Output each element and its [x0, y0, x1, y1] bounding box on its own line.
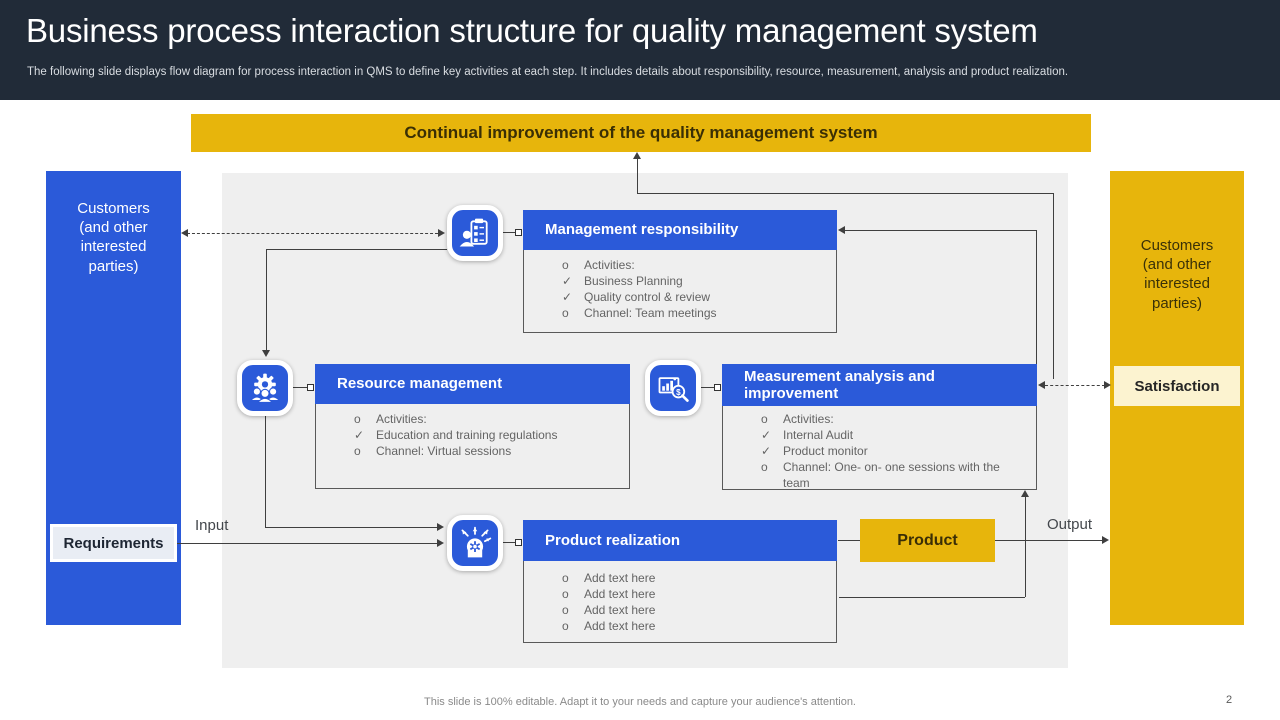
product-tag: Product	[860, 519, 995, 562]
product-realization-title: Product realization	[545, 531, 681, 549]
resource-to-product-line	[265, 416, 266, 527]
satisfaction-tag: Satisfaction	[1114, 366, 1240, 406]
customers-left-label: Customers (and other interested parties)	[77, 200, 150, 275]
stub-square	[515, 539, 522, 546]
product-realization-header: Product realization	[523, 520, 837, 561]
diagram-panel	[222, 173, 1068, 668]
stub-square	[714, 384, 721, 391]
measurement-to-management-line	[1036, 230, 1037, 364]
stub-line	[503, 232, 517, 233]
input-label: Input	[195, 517, 229, 534]
input-arrow-line	[177, 543, 437, 544]
management-responsibility-header: Management responsibility	[523, 210, 837, 250]
page-subtitle: The following slide displays flow diagra…	[27, 66, 1069, 78]
resource-management-header: Resource management	[315, 364, 630, 404]
realization-to-measurement-line	[1025, 496, 1026, 597]
banner-feedback-line	[637, 158, 638, 193]
satisfaction-dashed-line	[1045, 385, 1105, 386]
management-to-resource-line	[266, 249, 267, 350]
list-item: ✓Business Planning	[562, 274, 683, 288]
stub-square	[307, 384, 314, 391]
requirements-tag: Requirements	[50, 524, 177, 562]
arrowhead-to-measurement	[1021, 490, 1029, 497]
svg-text:$: $	[676, 388, 681, 397]
stub-line	[701, 387, 716, 388]
arrowhead-input	[437, 539, 444, 547]
banner-feedback-line	[637, 193, 1053, 194]
customers-dashed-line	[187, 233, 438, 234]
measurement-analysis-title: Measurement analysis and improvement	[744, 367, 935, 402]
arrowhead-to-customers	[181, 229, 188, 237]
continual-improvement-banner: Continual improvement of the quality man…	[191, 114, 1091, 152]
stub-square	[515, 229, 522, 236]
arrowhead-to-banner	[633, 152, 641, 159]
arrowhead-to-management-icon	[438, 229, 445, 237]
resource-management-title: Resource management	[337, 375, 503, 393]
realization-to-product-line	[838, 540, 860, 541]
arrowhead-left	[1038, 381, 1045, 389]
arrowhead-to-resource-icon	[262, 350, 270, 357]
header-bar: Business process interaction structure f…	[0, 0, 1280, 100]
page-number: 2	[1226, 694, 1233, 706]
stub-line	[293, 387, 308, 388]
resource-to-product-line	[265, 527, 437, 528]
list-item: ✓Product monitor	[761, 444, 868, 458]
output-arrow-line	[995, 540, 1102, 541]
arrowhead-to-product-icon	[437, 523, 444, 531]
measurement-analysis-header: Measurement analysis and improvement	[722, 364, 1037, 406]
management-to-resource-line	[266, 249, 447, 250]
arrowhead-output	[1102, 536, 1109, 544]
arrowhead-to-satisfaction	[1104, 381, 1111, 389]
arrowhead-to-management	[838, 226, 845, 234]
footer-note: This slide is 100% editable. Adapt it to…	[424, 696, 856, 708]
chart-magnifier-icon: $	[645, 360, 701, 416]
list-item: ✓Internal Audit	[761, 428, 854, 442]
list-item: ✓Quality control & review	[562, 290, 711, 304]
realization-to-measurement-line	[839, 597, 1025, 598]
stub-line	[503, 542, 517, 543]
idea-gear-icon	[447, 515, 503, 571]
list-item: ✓Education and training regulations	[354, 428, 558, 442]
output-label: Output	[1047, 516, 1093, 533]
management-responsibility-title: Management responsibility	[545, 221, 739, 239]
customers-right-label: Customers (and other interested parties)	[1140, 237, 1214, 312]
team-gear-icon	[237, 360, 293, 416]
page-title: Business process interaction structure f…	[26, 12, 1038, 49]
banner-feedback-line	[1053, 193, 1054, 379]
measurement-to-management-line	[845, 230, 1036, 231]
person-clipboard-icon	[447, 205, 503, 261]
